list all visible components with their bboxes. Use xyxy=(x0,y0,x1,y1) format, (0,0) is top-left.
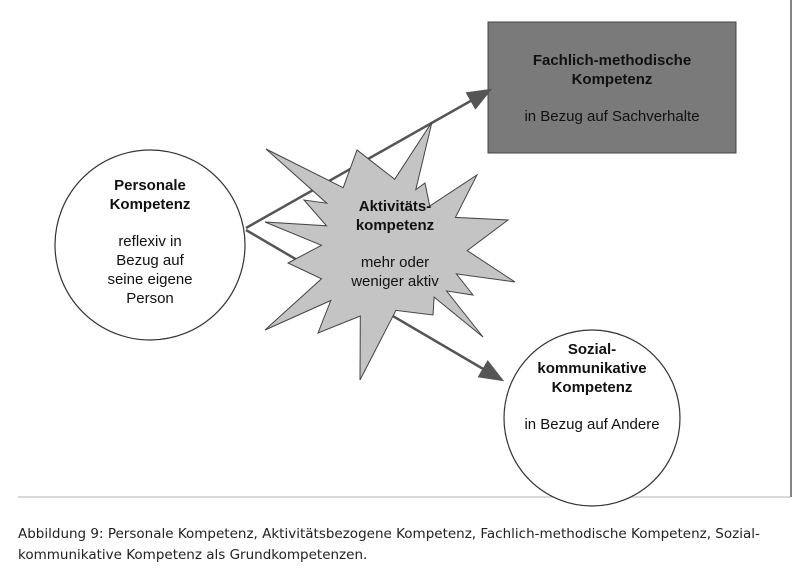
social-title-2: kommunikative xyxy=(537,360,647,377)
social-subtitle: in Bezug auf Andere xyxy=(524,416,660,433)
social-title-3: Kompetenz xyxy=(551,379,633,396)
caption-line-1: Abbildung 9: Personale Kompetenz, Aktivi… xyxy=(18,526,760,542)
social-competence-label: Sozial- kommunikative Kompetenz in Bezug… xyxy=(504,340,680,434)
technical-subtitle: in Bezug auf Sachverhalte xyxy=(524,108,700,125)
activity-subtitle-1: mehr oder xyxy=(360,254,430,271)
technical-title-1: Fachlich-methodische xyxy=(532,52,692,69)
technical-competence-box xyxy=(487,21,737,154)
activity-title-2: kompetenz xyxy=(355,217,435,234)
technical-competence-label: Fachlich-methodische Kompetenz in Bezug … xyxy=(488,51,736,126)
activity-competence-label: Aktivitäts- kompetenz mehr oder weniger … xyxy=(320,197,470,291)
caption-line-2: kommunikative Kompetenz als Grundkompete… xyxy=(18,547,368,563)
technical-title-2: Kompetenz xyxy=(571,71,653,88)
activity-competence-star xyxy=(264,121,516,381)
personal-subtitle: reflexiv in Bezug auf seine eigene Perso… xyxy=(107,233,193,307)
personal-competence-circle xyxy=(54,149,246,341)
personal-title: Personale Kompetenz xyxy=(109,177,191,213)
activity-title-1: Aktivitäts- xyxy=(358,198,432,215)
activity-subtitle-2: weniger aktiv xyxy=(351,273,439,290)
social-competence-circle xyxy=(503,329,681,507)
personal-competence-label: Personale Kompetenz reflexiv in Bezug au… xyxy=(70,176,230,308)
social-title-1: Sozial- xyxy=(567,341,617,358)
figure-caption: Abbildung 9: Personale Kompetenz, Aktivi… xyxy=(18,524,788,566)
